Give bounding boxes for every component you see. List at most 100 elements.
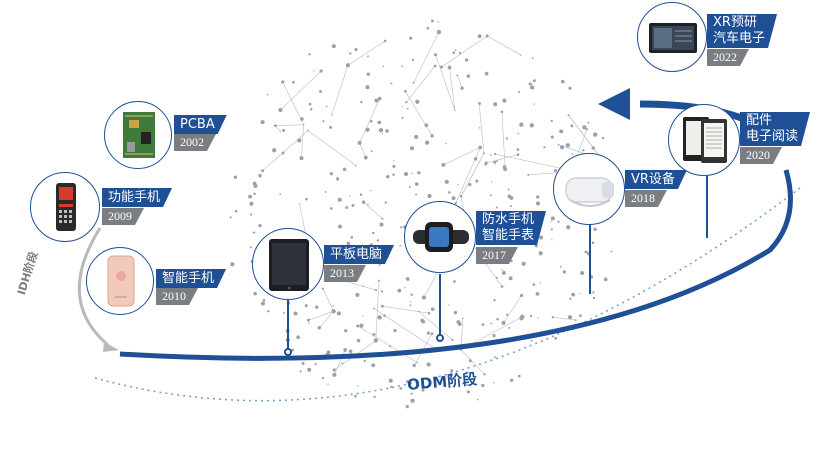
- globe-node: [484, 161, 488, 165]
- globe-node: [453, 280, 456, 283]
- globe-node: [495, 206, 498, 209]
- globe-node: [444, 179, 449, 184]
- globe-node: [378, 263, 381, 267]
- globe-link: [347, 40, 386, 66]
- globe-node: [430, 307, 435, 311]
- milestone-circle: [404, 201, 476, 273]
- globe-node: [299, 156, 304, 161]
- globe-node: [538, 235, 544, 240]
- globe-link: [413, 31, 440, 83]
- globe-node: [363, 155, 368, 160]
- globe-node: [519, 122, 524, 127]
- milestone-title-line: 防水手机: [482, 212, 535, 227]
- globe-node: [517, 90, 521, 93]
- globe-node: [393, 160, 395, 162]
- globe-node: [278, 107, 283, 113]
- globe-node: [267, 309, 270, 313]
- globe-node: [437, 376, 440, 378]
- vr-headset-icon: [565, 177, 614, 207]
- globe-node: [401, 65, 404, 68]
- globe-node: [273, 124, 277, 127]
- globe-node: [378, 128, 384, 133]
- globe-node: [591, 146, 595, 150]
- globe-node: [266, 93, 269, 96]
- globe-node: [421, 295, 427, 300]
- globe-link: [406, 65, 436, 103]
- globe-link: [460, 349, 485, 375]
- globe-link: [319, 311, 334, 328]
- globe-node: [481, 323, 485, 326]
- globe-node: [478, 102, 482, 105]
- globe-node: [603, 277, 608, 282]
- milestone-pin: [706, 176, 708, 238]
- globe-link: [457, 75, 463, 89]
- globe-link: [486, 35, 522, 56]
- globe-node: [476, 398, 479, 401]
- globe-node: [249, 201, 254, 206]
- globe-node: [536, 195, 540, 199]
- globe-node: [517, 132, 520, 135]
- globe-node: [360, 100, 363, 104]
- globe-node: [382, 65, 384, 68]
- globe-node: [560, 265, 562, 268]
- globe-node: [569, 297, 572, 300]
- globe-node: [461, 317, 464, 320]
- globe-link: [486, 154, 519, 164]
- globe-node: [319, 90, 322, 93]
- globe-node: [579, 292, 581, 295]
- globe-node: [322, 120, 325, 123]
- globe-node: [582, 149, 585, 152]
- globe-node: [530, 339, 533, 342]
- globe-node: [468, 359, 472, 363]
- globe-node: [415, 99, 420, 104]
- globe-node: [485, 34, 489, 38]
- globe-node: [601, 136, 605, 140]
- globe-node: [440, 65, 443, 69]
- globe-node: [362, 315, 364, 317]
- globe-node: [262, 298, 266, 302]
- globe-node: [373, 395, 376, 399]
- globe-node: [510, 378, 514, 382]
- globe-node: [406, 107, 409, 110]
- globe-node: [385, 174, 390, 179]
- globe-node: [405, 277, 410, 281]
- globe-link: [503, 295, 522, 324]
- milestone-circle: [30, 172, 100, 242]
- milestone-pin-dot: [284, 348, 292, 356]
- globe-node: [490, 322, 493, 325]
- globe-node: [451, 338, 454, 342]
- smartphone-icon: [107, 255, 135, 307]
- globe-node: [587, 121, 590, 124]
- globe-node: [517, 374, 521, 378]
- globe-node: [304, 304, 308, 308]
- globe-link: [280, 70, 322, 111]
- milestone-title-line: XR预研: [713, 15, 757, 30]
- globe-node: [417, 310, 420, 313]
- globe-node: [400, 226, 403, 229]
- globe-link: [443, 147, 481, 166]
- globe-node: [399, 244, 402, 247]
- globe-node: [410, 392, 413, 395]
- milestone-pin: [589, 224, 591, 294]
- globe-node: [427, 311, 431, 315]
- globe-link: [359, 142, 367, 158]
- globe-node: [554, 336, 558, 340]
- globe-node: [494, 152, 497, 156]
- globe-node: [361, 200, 366, 204]
- globe-node: [292, 80, 295, 84]
- globe-node: [331, 309, 336, 314]
- globe-node: [281, 151, 285, 155]
- milestone-title-line: 配件: [746, 113, 773, 128]
- globe-node: [373, 338, 379, 343]
- globe-node: [307, 129, 310, 132]
- globe-node: [305, 197, 308, 201]
- globe-node: [367, 203, 369, 206]
- globe-link: [262, 130, 309, 171]
- globe-node: [533, 103, 535, 105]
- globe-node: [397, 288, 402, 293]
- globe-node: [355, 292, 360, 297]
- globe-node: [417, 171, 421, 175]
- odm-curve: [119, 169, 793, 361]
- globe-node: [366, 72, 370, 76]
- globe-node: [500, 285, 504, 288]
